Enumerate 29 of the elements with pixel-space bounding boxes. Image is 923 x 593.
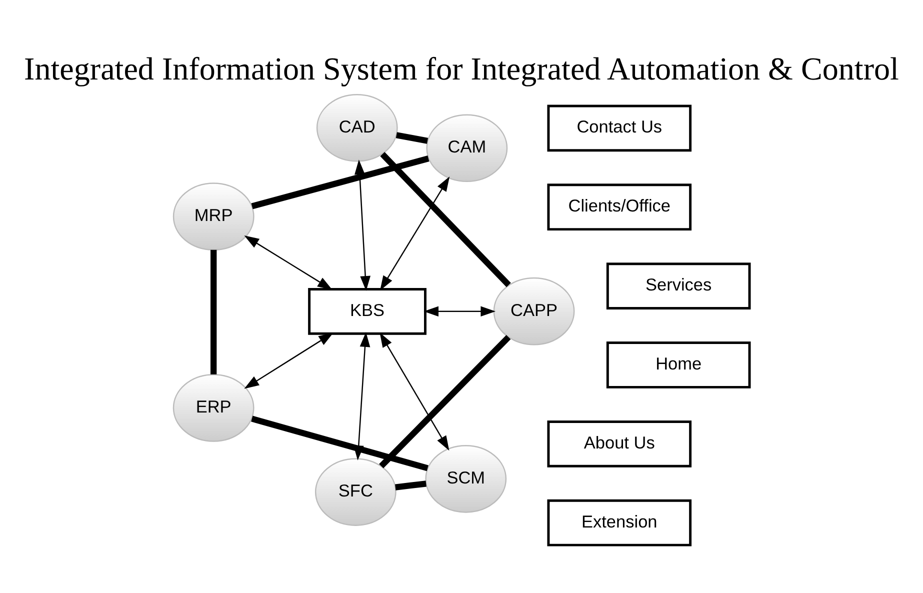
node-ellipse: ERP xyxy=(172,374,254,442)
connector xyxy=(251,155,430,209)
node-box: Extension xyxy=(547,498,692,546)
connector xyxy=(380,151,511,287)
arrow xyxy=(380,176,450,290)
node-ellipse: CAPP xyxy=(493,276,575,345)
node-box: Contact Us xyxy=(547,104,692,152)
node-ellipse: CAM xyxy=(426,114,508,182)
arrow xyxy=(353,332,370,460)
node-ellipse: SCM xyxy=(425,444,507,512)
node-ellipse: CAD xyxy=(316,93,398,162)
arrow xyxy=(244,332,334,388)
node-box: Home xyxy=(606,341,751,388)
connector xyxy=(395,480,426,490)
diagram-title: Integrated Information System for Integrated Automation & Control xyxy=(24,50,899,86)
connector xyxy=(396,132,428,144)
connector xyxy=(210,249,217,374)
node-box: Services xyxy=(606,262,751,309)
arrow xyxy=(424,306,496,316)
node-box: Clients/Office xyxy=(547,183,692,230)
node-box: KBS xyxy=(308,288,426,334)
connector xyxy=(379,334,511,468)
node-box: About Us xyxy=(547,420,692,467)
arrow xyxy=(354,159,370,290)
node-ellipse: MRP xyxy=(172,182,254,250)
node-ellipse: SFC xyxy=(314,458,396,526)
connector xyxy=(251,415,428,471)
arrow xyxy=(244,234,332,290)
arrow xyxy=(380,332,450,450)
